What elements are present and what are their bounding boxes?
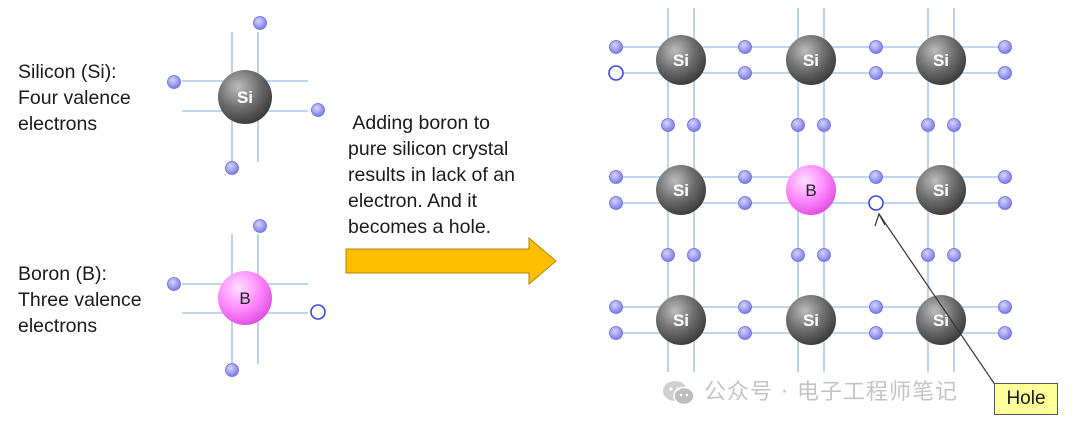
electron bbox=[791, 118, 805, 132]
electron bbox=[253, 219, 267, 233]
silicon-symbol: Si bbox=[673, 51, 689, 70]
silicon-symbol: Si bbox=[237, 88, 253, 107]
electron bbox=[311, 103, 325, 117]
silicon-label-line2: Four valence bbox=[18, 87, 131, 109]
electron bbox=[738, 66, 752, 80]
electron bbox=[869, 66, 883, 80]
electron bbox=[869, 170, 883, 184]
doping-caption: Adding boron to pure silicon crystal res… bbox=[348, 110, 515, 240]
electron bbox=[661, 248, 675, 262]
electron bbox=[253, 16, 267, 30]
electron bbox=[738, 326, 752, 340]
electron bbox=[661, 118, 675, 132]
electron bbox=[225, 363, 239, 377]
boron-label-line1: Boron (B): bbox=[18, 263, 107, 285]
electron bbox=[998, 326, 1012, 340]
caption-line2: pure silicon crystal bbox=[348, 138, 509, 160]
electron bbox=[738, 170, 752, 184]
electron bbox=[817, 118, 831, 132]
silicon-atom bbox=[786, 295, 836, 345]
caption-line5: becomes a hole. bbox=[348, 216, 492, 238]
electron bbox=[998, 170, 1012, 184]
hole bbox=[608, 65, 624, 81]
caption-line3: results in lack of an bbox=[348, 164, 515, 186]
electron bbox=[817, 248, 831, 262]
electron bbox=[947, 248, 961, 262]
caption-line1: Adding boron to bbox=[348, 112, 491, 134]
electron bbox=[869, 300, 883, 314]
boron-atom bbox=[786, 165, 836, 215]
isolated-atoms: SiB bbox=[167, 16, 326, 377]
boron-label-line3: electrons bbox=[18, 315, 98, 337]
electron bbox=[869, 40, 883, 54]
electron bbox=[609, 170, 623, 184]
electron bbox=[738, 40, 752, 54]
boron-label-line2: Three valence bbox=[18, 289, 142, 311]
electron bbox=[869, 326, 883, 340]
electron bbox=[947, 118, 961, 132]
silicon-atom bbox=[656, 295, 706, 345]
electron bbox=[167, 75, 181, 89]
silicon-symbol: Si bbox=[673, 311, 689, 330]
electron bbox=[998, 300, 1012, 314]
electron bbox=[225, 161, 239, 175]
silicon-atom bbox=[916, 165, 966, 215]
hole bbox=[310, 304, 326, 320]
electron bbox=[687, 118, 701, 132]
boron-symbol: B bbox=[239, 289, 250, 308]
silicon-symbol: Si bbox=[803, 51, 819, 70]
silicon-symbol: Si bbox=[803, 311, 819, 330]
electron bbox=[791, 248, 805, 262]
silicon-symbol: Si bbox=[933, 51, 949, 70]
electron bbox=[609, 40, 623, 54]
boron-atom bbox=[218, 271, 272, 325]
electron bbox=[738, 196, 752, 210]
electron bbox=[609, 326, 623, 340]
silicon-label-line3: electrons bbox=[18, 113, 98, 135]
electron bbox=[738, 300, 752, 314]
electron bbox=[998, 40, 1012, 54]
silicon-atom bbox=[656, 165, 706, 215]
electron bbox=[921, 248, 935, 262]
electron bbox=[687, 248, 701, 262]
electron bbox=[609, 196, 623, 210]
hole-pointer-line bbox=[878, 213, 1001, 393]
silicon-symbol: Si bbox=[933, 181, 949, 200]
hole bbox=[868, 195, 884, 211]
caption-line4: electron. And it bbox=[348, 190, 477, 212]
silicon-atom bbox=[916, 295, 966, 345]
transition-arrow bbox=[345, 236, 557, 286]
watermark-text: 公众号 · 电子工程师笔记 bbox=[704, 380, 958, 405]
electron bbox=[921, 118, 935, 132]
boron-label: Boron (B): Three valence electrons bbox=[18, 261, 142, 339]
electron bbox=[998, 196, 1012, 210]
electron bbox=[998, 66, 1012, 80]
silicon-symbol: Si bbox=[933, 311, 949, 330]
silicon-atom bbox=[656, 35, 706, 85]
silicon-atom bbox=[786, 35, 836, 85]
silicon-atom bbox=[916, 35, 966, 85]
boron-symbol: B bbox=[805, 181, 816, 200]
hole-label: Hole bbox=[994, 383, 1058, 415]
silicon-label: Silicon (Si): Four valence electrons bbox=[18, 59, 131, 137]
silicon-atom bbox=[218, 70, 272, 124]
wechat-icon bbox=[663, 381, 695, 406]
silicon-symbol: Si bbox=[673, 181, 689, 200]
silicon-label-line1: Silicon (Si): bbox=[18, 61, 117, 83]
hole-pointer-arrowhead bbox=[874, 212, 886, 227]
electron bbox=[167, 277, 181, 291]
electron bbox=[609, 300, 623, 314]
watermark: 公众号 · 电子工程师笔记 bbox=[662, 374, 958, 406]
